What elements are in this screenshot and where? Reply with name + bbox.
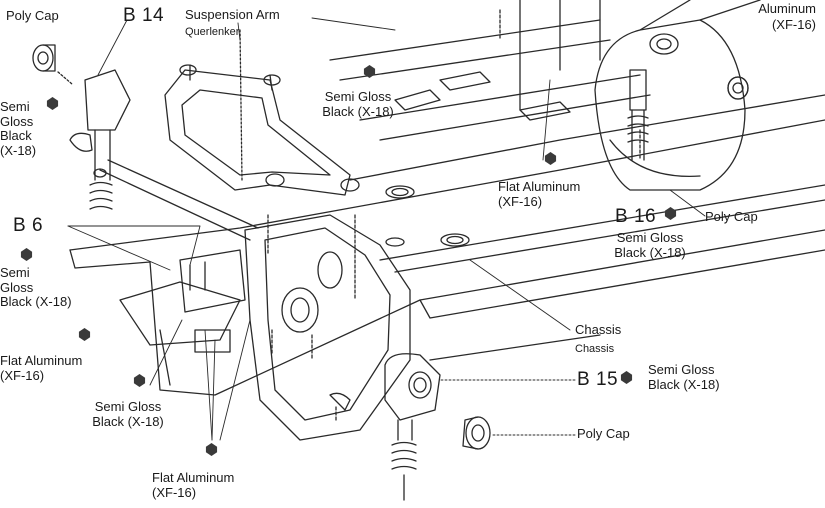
label-line: (XF-16): [498, 193, 543, 209]
paint-dot-icon: [363, 65, 376, 78]
paint-dot-icon: [205, 443, 218, 456]
paint-dot-icon: [133, 374, 146, 387]
label-line: Semi Gloss: [94, 399, 162, 414]
chassis-plate: [69, 19, 825, 396]
paint-dot-icon: [46, 97, 59, 110]
label-semi-gloss-bottom-left: Semi Gloss Black (X-18): [78, 399, 178, 429]
front-upright: [329, 353, 441, 501]
label-semi-gloss-left-mid: Semi Gloss Black (X-18): [0, 265, 72, 310]
label-semi-gloss-b16: Semi Gloss Black (X-18): [600, 230, 700, 260]
assembly-arrows: [267, 9, 641, 421]
suspension-arm: [164, 29, 360, 196]
label-line: Gloss: [0, 113, 34, 129]
label-line: Flat Aluminum: [0, 353, 83, 368]
label-line: Semi Gloss: [616, 230, 684, 245]
label-flat-aluminum-left: Flat Aluminum (XF-16): [0, 353, 83, 383]
rear-upright: [519, 0, 761, 191]
paint-dot-icon: [620, 371, 633, 384]
label-poly-cap-bottom: Poly Cap: [577, 426, 630, 441]
label-line: Semi Gloss: [324, 89, 392, 104]
label-line: (X-18): [0, 142, 37, 158]
label-line: Black (X-18): [614, 244, 686, 260]
label-line: Black (X-18): [92, 413, 164, 429]
label-line: Gloss: [0, 279, 34, 295]
poly-cap-bottom-drawing: [462, 416, 491, 450]
label-line: (XF-16): [152, 484, 197, 500]
leader-lines: [67, 17, 706, 441]
label-line: Black (X-18): [648, 376, 720, 392]
label-line: Semi: [0, 265, 30, 280]
label-b14: B 14: [123, 5, 165, 26]
label-xf16-top-right: (XF-16): [771, 17, 816, 32]
label-chassis: Chassis: [575, 322, 622, 337]
label-flat-aluminum-bottom: Flat Aluminum (XF-16): [152, 470, 235, 500]
label-semi-gloss-center-top: Semi Gloss Black (X-18): [310, 89, 406, 119]
label-line: Semi: [0, 99, 30, 114]
label-b15: B 15: [577, 369, 619, 390]
label-poly-cap-top-left: Poly Cap: [6, 8, 59, 23]
paint-dot-icon: [20, 248, 33, 261]
label-line: (XF-16): [0, 367, 45, 383]
label-b16: B 16: [615, 206, 657, 227]
poly-cap-right-drawing: [727, 76, 749, 100]
label-aluminum-top-right: Aluminum: [758, 1, 816, 16]
label-suspension-arm-de: Querlenker: [185, 26, 240, 38]
label-semi-gloss-b15: Semi Gloss Black (X-18): [648, 362, 720, 392]
paint-dot-icon: [544, 152, 557, 165]
label-line: Semi Gloss: [648, 362, 715, 377]
label-suspension-arm: Suspension Arm: [185, 7, 280, 22]
paint-dot-icon: [664, 207, 677, 220]
poly-cap-top-left-drawing: [32, 44, 73, 85]
label-line: Black (X-18): [322, 103, 394, 119]
label-poly-cap-right: Poly Cap: [705, 209, 758, 224]
label-flat-aluminum-center: Flat Aluminum (XF-16): [498, 179, 581, 209]
label-semi-gloss-left-top: Semi Gloss Black (X-18): [0, 99, 37, 158]
label-line: Flat Aluminum: [152, 470, 235, 485]
paint-dot-icon: [78, 328, 91, 341]
left-suspension-arm: [69, 69, 259, 241]
label-line: Black: [0, 128, 32, 144]
label-b6: B 6: [13, 215, 44, 236]
label-line: Flat Aluminum: [498, 179, 581, 194]
label-chassis-de: Chassis: [575, 343, 615, 355]
label-line: Black (X-18): [0, 294, 72, 310]
